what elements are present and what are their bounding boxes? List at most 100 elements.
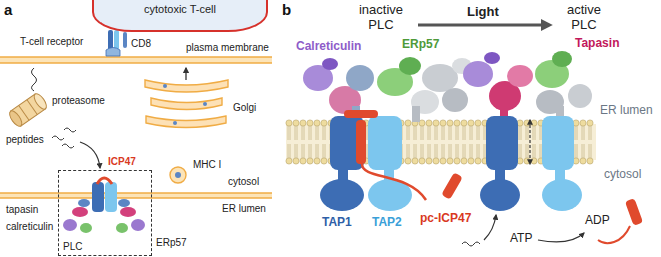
lipid-bilayer [456, 126, 458, 158]
golgi [145, 80, 228, 128]
plc-inactive [320, 179, 364, 211]
label: ADP [585, 214, 610, 228]
label: calreticulin [6, 221, 53, 233]
lipid-bilayer [580, 120, 586, 126]
lipid-bilayer [440, 120, 446, 126]
t-cell-receptor [108, 30, 113, 50]
label: cytosol [228, 176, 259, 188]
label: proteasome [52, 95, 105, 107]
label: T-cell receptor [20, 36, 83, 48]
plc-inactive [356, 120, 366, 164]
released-pc-icp47 [625, 198, 643, 226]
golgi [203, 102, 207, 106]
plc-active [480, 179, 520, 211]
label: MHC I [193, 159, 221, 171]
t-cell-receptor [114, 30, 119, 50]
t-cell-receptor [108, 30, 127, 50]
node-label: PLC [59, 241, 82, 256]
label: ATP [510, 232, 532, 246]
plc-active [486, 116, 518, 170]
lipid-bilayer [531, 158, 537, 164]
er-membrane [0, 193, 272, 198]
label: plasma membrane [186, 42, 269, 54]
er-membrane [0, 192, 272, 194]
peptide-squiggle [62, 144, 74, 148]
lipid-bilayer [440, 158, 446, 164]
lipid-bilayer [405, 120, 411, 126]
lipid-bilayer [419, 158, 425, 164]
peptide-loading-complex [97, 178, 112, 184]
label: Tapasin [575, 37, 619, 51]
plasma-membrane [0, 57, 272, 63]
er-membrane [175, 172, 181, 178]
label: CD8 [131, 38, 151, 50]
lipid-bilayer [428, 126, 430, 158]
lipid-bilayer [300, 158, 306, 164]
plc-inactive [412, 106, 420, 122]
golgi [146, 116, 226, 128]
lipid-bilayer [531, 120, 537, 126]
peptide-squiggle [462, 242, 480, 246]
plc-inactive [362, 164, 426, 200]
lipid-bilayer [433, 120, 439, 126]
plasma-membrane [0, 57, 272, 63]
lipid-bilayer [286, 158, 292, 164]
lipid-bilayer [426, 158, 432, 164]
lipid-bilayer [323, 126, 325, 158]
peptide-loading-complex [63, 219, 77, 231]
peptide-squiggle [52, 136, 64, 140]
label: TAP2 [372, 216, 402, 230]
plasma-membrane [0, 56, 272, 58]
lipid-bilayer [533, 126, 535, 158]
released-pc-icp47 [625, 198, 643, 226]
lipid-bilayer [524, 120, 530, 126]
peptide-arrow [80, 142, 100, 168]
transport-arrow [185, 68, 186, 80]
lipid-bilayer [524, 158, 530, 164]
label: Calreticulin [296, 40, 361, 54]
lipid-bilayer [435, 126, 437, 158]
peptide-loading-complex [63, 178, 145, 233]
node-label: cytotoxic T-cell [144, 0, 216, 16]
peptide-loading-complex [118, 199, 130, 207]
lipid-bilayer [316, 126, 318, 158]
label: ERp57 [156, 237, 187, 249]
lipid-bilayer [526, 126, 528, 158]
proteasome [7, 92, 48, 129]
er-membrane [170, 167, 186, 183]
plc-active [552, 51, 572, 67]
golgi [173, 121, 177, 125]
golgi [163, 84, 167, 88]
lipid-bilayer [314, 158, 320, 164]
t-cell-receptor [123, 32, 127, 48]
lipid-bilayer [519, 126, 521, 158]
plc-active [529, 120, 530, 164]
plc-inactive [344, 110, 378, 118]
peptide-squiggle [64, 128, 76, 132]
er-membrane [0, 167, 272, 198]
golgi [151, 98, 222, 110]
lipid-bilayer [575, 126, 577, 158]
lipid-bilayer [442, 126, 444, 158]
lipid-bilayer [295, 126, 297, 158]
lipid-bilayer [461, 158, 467, 164]
lipid-bilayer [321, 120, 327, 126]
plc-active [463, 61, 493, 87]
lipid-bilayer [405, 158, 411, 164]
plc-inactive [442, 88, 468, 112]
label: cytosol [604, 168, 641, 182]
mhc-class-i [106, 48, 120, 57]
peptide-loading-complex [120, 207, 136, 217]
lipid-bilayer [463, 126, 465, 158]
plc-active [507, 65, 533, 87]
peptide-loading-complex [105, 182, 117, 212]
plc-inactive [303, 57, 472, 211]
plc-active [568, 84, 592, 108]
plc-active [542, 179, 582, 211]
cell-outline: cytotoxic T-cell [92, 0, 268, 32]
proteasome [32, 92, 49, 111]
label: ERp57 [402, 38, 439, 52]
lipid-bilayer [314, 120, 320, 126]
lipid-bilayer [412, 158, 418, 164]
lipid-bilayer [454, 158, 460, 164]
